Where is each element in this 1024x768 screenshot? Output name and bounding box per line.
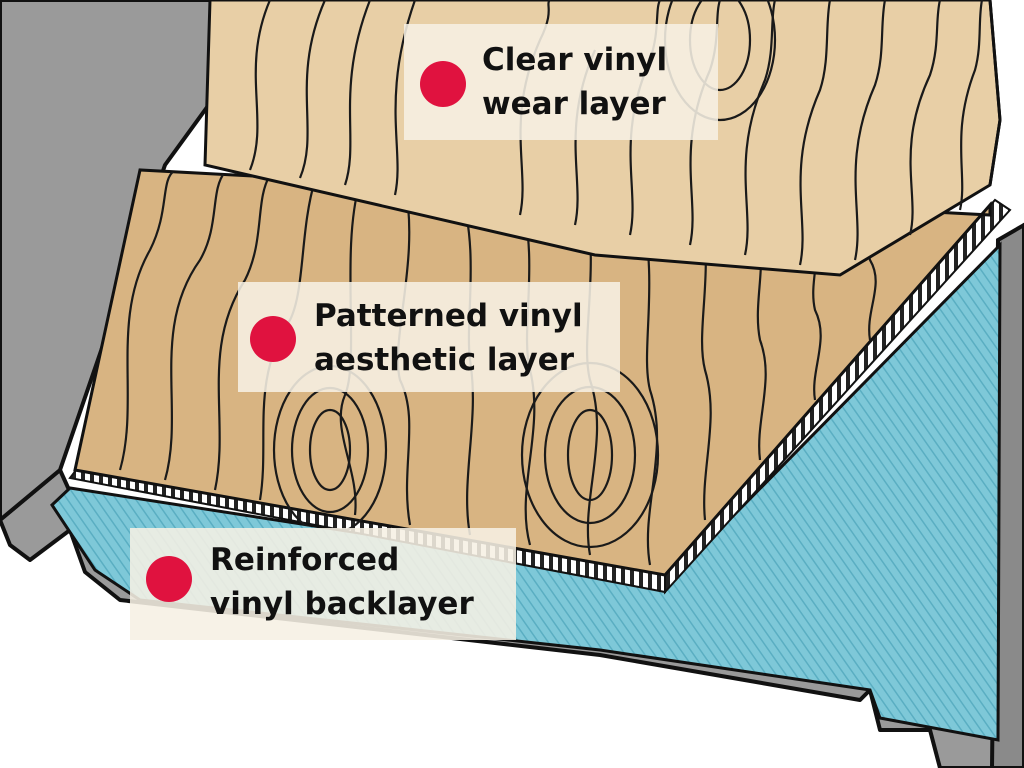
callout-line-2: aesthetic layer — [314, 342, 575, 378]
callout-marker-icon — [420, 61, 466, 107]
callout-line-1: Clear vinyl — [482, 42, 668, 78]
wear-layer-right-edge — [988, 0, 1002, 186]
callout-line-1: Patterned vinyl — [314, 298, 583, 334]
callout-line-2: wear layer — [482, 86, 666, 122]
callout-wear-layer: Clear vinyl wear layer — [404, 24, 718, 140]
callout-line-1: Reinforced — [210, 542, 400, 578]
wood-grain-lines — [118, 170, 877, 566]
callout-marker-icon — [250, 316, 296, 362]
callout-line-2: vinyl backlayer — [210, 586, 474, 622]
callout-patterned-layer: Patterned vinyl aesthetic layer — [238, 282, 620, 392]
callout-backlayer: Reinforced vinyl backlayer — [130, 528, 516, 640]
callout-marker-icon — [146, 556, 192, 602]
